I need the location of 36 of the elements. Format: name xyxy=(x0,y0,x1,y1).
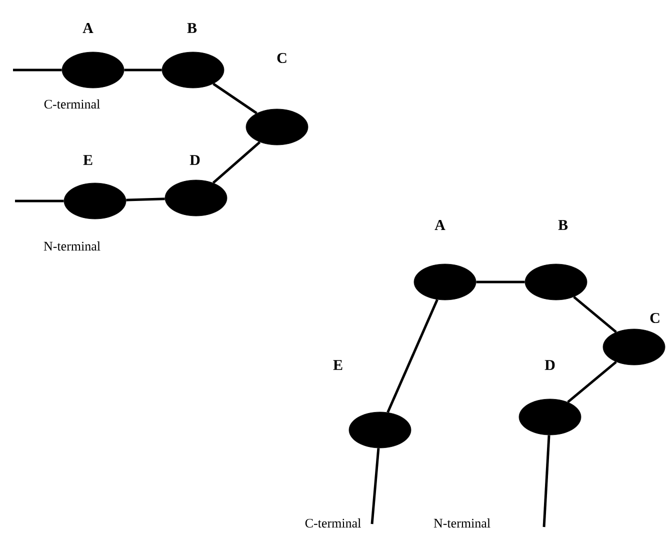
connector-line xyxy=(13,68,62,72)
ellipse-node xyxy=(518,398,582,436)
ellipse-node xyxy=(414,264,476,300)
ellipse-node xyxy=(602,328,666,366)
ellipse-node xyxy=(348,412,412,448)
node-letter: E xyxy=(83,155,92,165)
ellipse-node xyxy=(524,264,588,300)
connector-line xyxy=(542,435,550,528)
connector-line xyxy=(386,299,438,413)
terminal-label: N-terminal xyxy=(434,518,490,528)
terminal-label: C-terminal xyxy=(44,99,100,109)
node-letter: B xyxy=(187,23,197,33)
connector-line xyxy=(124,68,162,72)
node-letter: C xyxy=(277,52,286,64)
node-letter: B xyxy=(558,220,568,230)
terminal-label: N-terminal xyxy=(44,241,100,251)
connector-line xyxy=(567,360,617,404)
ellipse-node xyxy=(62,52,124,88)
connector-line xyxy=(126,198,165,202)
connector-line xyxy=(15,200,64,202)
node-letter: A xyxy=(82,23,94,33)
ellipse-node xyxy=(246,108,308,146)
node-letter: C xyxy=(650,312,660,324)
node-letter: A xyxy=(434,220,446,230)
ellipse-node xyxy=(162,52,224,88)
terminal-label: C-terminal xyxy=(305,518,361,528)
node-letter: E xyxy=(333,360,342,370)
ellipse-node xyxy=(64,182,126,220)
connector-line xyxy=(476,280,525,284)
connector-line xyxy=(370,448,380,524)
ellipse-node xyxy=(164,180,228,216)
connector-line xyxy=(212,82,258,114)
node-letter: D xyxy=(190,155,200,165)
connector-line xyxy=(573,296,617,334)
node-letter: D xyxy=(544,360,555,370)
connector-line xyxy=(212,141,261,184)
